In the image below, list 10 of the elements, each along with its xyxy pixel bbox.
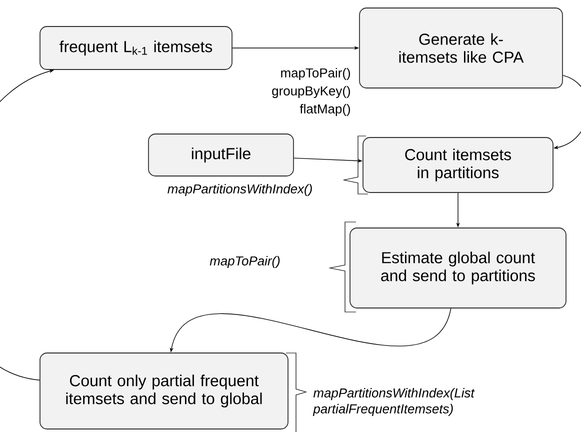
process-box: Count itemsets in partitions — [362, 137, 554, 193]
process-box: Generate k-itemsets like CPA — [359, 8, 563, 88]
process-box: frequent L$_{k-1}$ itemsets — [40, 26, 232, 70]
process-box: inputFile — [148, 134, 294, 176]
annotation: mapPartitionsWithIndex(List partialFrequentItemsets) — [312, 388, 475, 416]
process-box: Count only partial frequent itemsets and send to global — [40, 352, 288, 430]
annotation: mapToPair() — [210, 256, 280, 268]
process-box: Estimate global count and send to partitions — [350, 228, 566, 308]
method-label: flatMap() — [300, 104, 350, 116]
method-label: groupByKey() — [272, 86, 350, 98]
